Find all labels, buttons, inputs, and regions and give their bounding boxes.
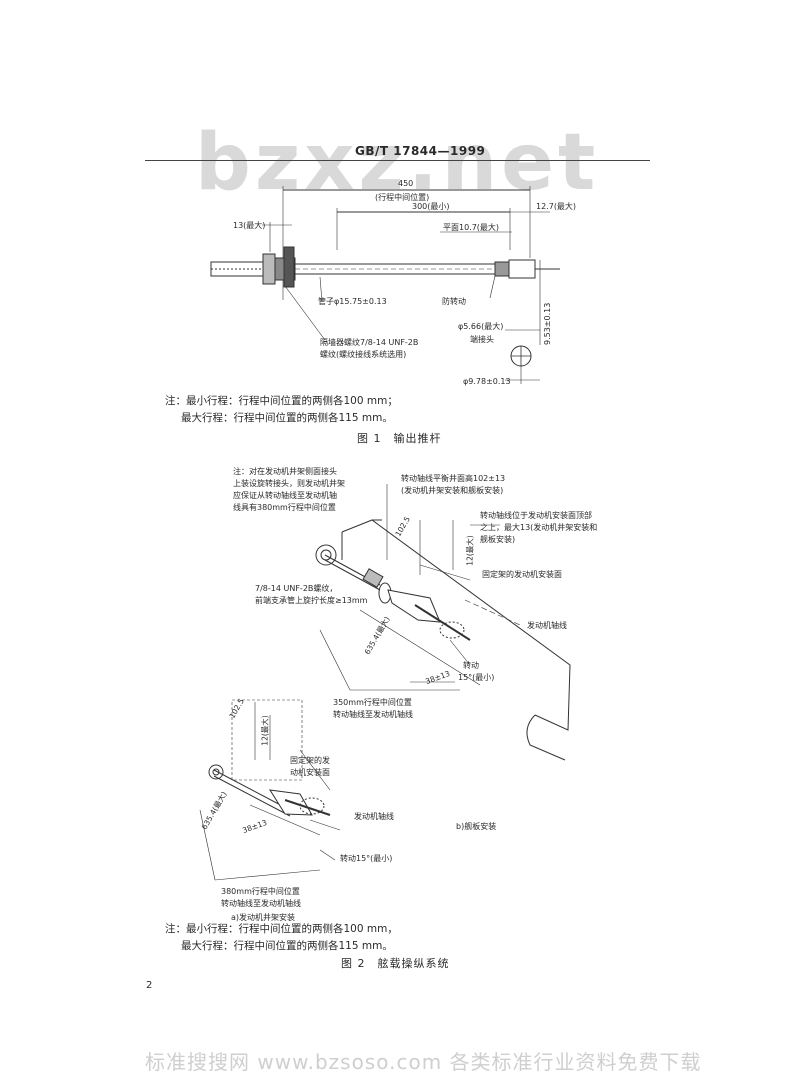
pivot-pos-1: 转动轴线位于发动机安装面顶部 — [480, 511, 592, 520]
dim-13: 13(最大) — [233, 221, 266, 230]
note-top-4: 线具有380mm行程中间位置 — [233, 503, 336, 512]
fig1-caption: 图 1 输出推杆 — [357, 432, 442, 445]
anti-rotation: 防转动 — [442, 297, 466, 306]
travel-b-2: 转动轴线至发动机轴线 — [333, 710, 413, 719]
rotation-b-1: 转动 — [463, 661, 479, 670]
flat-10-7: 平面10.7(最大) — [443, 223, 500, 232]
subcaption-b: b)舰板安装 — [456, 822, 497, 831]
subcaption-a: a)发动机井架安装 — [231, 913, 296, 922]
header-rule — [145, 160, 650, 161]
dim-12-b-top: 12(最大) — [465, 535, 475, 566]
rotation-b-2: 15°(最小) — [458, 673, 495, 682]
pivot-pos-2: 之上，最大13(发动机井架安装和 — [480, 523, 598, 532]
fig1-note-line1: 注：最小行程：行程中间位置的两侧各100 mm； — [165, 395, 398, 407]
fig2-note-line1: 注：最小行程：行程中间位置的两侧各100 mm， — [165, 923, 398, 935]
engine-axis-b: 发动机轴线 — [527, 621, 567, 630]
note-top-1: 注：对在发动机井架侧面接头 — [233, 467, 337, 476]
pivot-height-1: 转动轴线平衡井面高102±13 — [401, 474, 506, 483]
pivot-height-2: (发动机井架安装和舰板安装) — [401, 486, 504, 495]
fixed-mount-b: 固定架的发动机安装面 — [482, 570, 562, 579]
travel-b-1: 350mm行程中间位置 — [333, 698, 412, 707]
fig2-note-line2: 最大行程：行程中间位置的两侧各115 mm。 — [181, 940, 393, 952]
page-number: 2 — [146, 980, 153, 991]
travel-a-1: 380mm行程中间位置 — [221, 887, 300, 896]
pivot-pos-3: 舰板安装) — [480, 535, 516, 544]
pin-hole: φ5.66(最大) — [458, 322, 504, 331]
fixed-mount-a-1: 固定架的发 — [290, 756, 330, 765]
fig2-caption: 图 2 舷载操纵系统 — [341, 957, 450, 970]
dim-450-sub: (行程中间位置) — [375, 193, 430, 202]
bulkhead-line1: 隔墙器螺纹7/8-14 UNF-2B — [320, 338, 419, 347]
dim-12-a: 12(最大) — [260, 715, 270, 746]
note-top-3: 应保证从转动轴线至发动机轴 — [233, 491, 337, 500]
tube-dia: 管子φ15.75±0.13 — [318, 297, 387, 306]
thread-line-2: 前端支承管上旋拧长度≥13mm — [255, 596, 368, 605]
note-top-2: 上装设旋转接头，则发动机井架 — [233, 479, 345, 488]
thread-line-1: 7/8-14 UNF-2B螺纹， — [255, 584, 338, 593]
rotation-a: 转动15°(最小) — [340, 854, 393, 863]
dim-9-78: φ9.78±0.13 — [463, 377, 511, 386]
dim-450: 450 — [398, 179, 414, 188]
standard-number: GB/T 17844—1999 — [355, 144, 486, 158]
dim-300: 300(最小) — [412, 202, 450, 211]
dim-12-7: 12.7(最大) — [536, 202, 577, 211]
rod-end: 端接头 — [470, 335, 494, 344]
bulkhead-line2: 螺纹(螺纹接线系统选用) — [320, 350, 407, 359]
footer-banner: 标准搜搜网 www.bzsoso.com 各类标准行业资料免费下载 — [145, 1050, 702, 1074]
travel-a-2: 转动轴线至发动机轴线 — [221, 899, 301, 908]
fig1-note-line2: 最大行程：行程中间位置的两侧各115 mm。 — [181, 412, 393, 424]
engine-axis-a: 发动机轴线 — [354, 812, 394, 821]
watermark: bzxz.net — [195, 118, 600, 208]
fixed-mount-a-2: 动机安装面 — [290, 768, 330, 777]
